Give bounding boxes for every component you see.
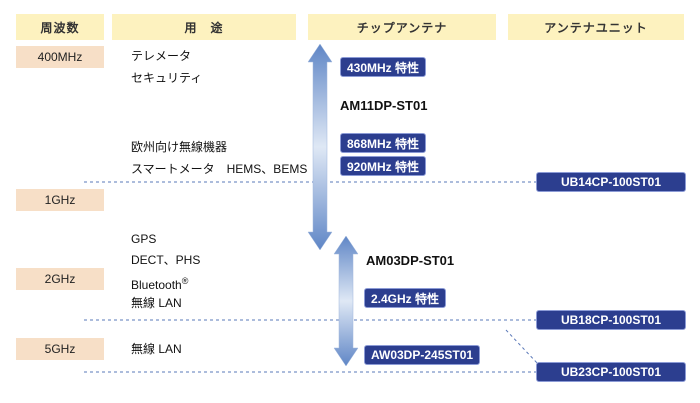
header-use: 用 途 [112, 14, 296, 40]
header-frequency: 周波数 [16, 14, 104, 40]
badge-430mhz: 430MHz 特性 [340, 57, 427, 77]
use-dect-phs: DECT、PHS [131, 253, 201, 267]
use-wlan-2g: 無線 LAN [131, 296, 182, 310]
badge-aw03: AW03DP-245ST01 [364, 345, 481, 365]
unit-ub18: UB18CP-100ST01 [536, 310, 686, 330]
badge-24ghz: 2.4GHz 特性 [364, 288, 447, 308]
header-antenna-unit: アンテナユニット [508, 14, 684, 40]
connector-aw-ub23 [505, 329, 539, 365]
badge-920mhz: 920MHz 特性 [340, 156, 427, 176]
freq-2ghz: 2GHz [16, 268, 104, 290]
unit-ub14: UB14CP-100ST01 [536, 172, 686, 192]
freq-1ghz: 1GHz [16, 189, 104, 211]
use-bluetooth: Bluetooth® [131, 272, 188, 295]
use-wlan-5g: 無線 LAN [131, 342, 182, 356]
use-smart-meter: スマートメータ HEMS、BEMS [131, 162, 308, 176]
range-arrow-am11 [307, 43, 333, 251]
chip-am11: AM11DP-ST01 [340, 98, 428, 113]
use-gps: GPS [131, 232, 157, 246]
registered-mark: ® [181, 276, 189, 286]
chip-am03: AM03DP-ST01 [366, 253, 455, 268]
use-telemeter: テレメータ [131, 49, 192, 63]
range-arrow-am03 [333, 235, 359, 367]
unit-ub23: UB23CP-100ST01 [536, 362, 686, 382]
header-chip-antenna: チップアンテナ [308, 14, 496, 40]
bluetooth-label: Bluetooth [131, 278, 182, 292]
badge-868mhz: 868MHz 特性 [340, 133, 427, 153]
freq-400mhz: 400MHz [16, 46, 104, 68]
use-security: セキュリティ [131, 71, 203, 85]
use-eu-wireless: 欧州向け無線機器 [131, 140, 228, 154]
freq-5ghz: 5GHz [16, 338, 104, 360]
